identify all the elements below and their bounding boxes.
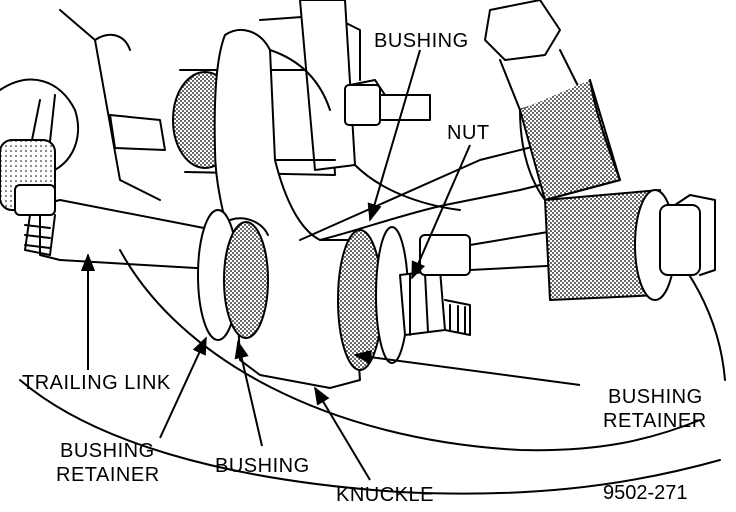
label-bushing-retainer-right-line1: BUSHING [608, 386, 703, 408]
inner-stud [419, 229, 566, 276]
label-bushing-retainer-left-line1: BUSHING [60, 440, 155, 462]
leader-bushing-retainer-left [159, 336, 207, 439]
right-bushing-assembly [337, 226, 471, 371]
trailing-link-rod [14, 184, 241, 271]
upper-bracket [0, 9, 166, 211]
label-bushing-top: BUSHING [374, 30, 469, 52]
label-bushing-bottom: BUSHING [215, 455, 310, 477]
leader-bushing-bottom [234, 340, 263, 447]
leader-lines [80, 49, 581, 481]
label-bushing-retainer-left-line2: RETAINER [56, 464, 160, 486]
left-bushing-assembly [197, 209, 269, 341]
label-knuckle: KNUCKLE [336, 484, 434, 506]
label-trailing-link: TRAILING LINK [22, 372, 171, 394]
figure-number: 9502-271 [603, 482, 688, 504]
tie-rod [484, 0, 716, 301]
leader-nut [411, 144, 471, 280]
label-bushing-retainer-right-line2: RETAINER [603, 410, 707, 432]
leader-bushing-retainer-right [353, 350, 581, 386]
leader-bushing-top [367, 49, 421, 222]
leader-knuckle [314, 386, 371, 481]
label-nut: NUT [447, 122, 490, 144]
